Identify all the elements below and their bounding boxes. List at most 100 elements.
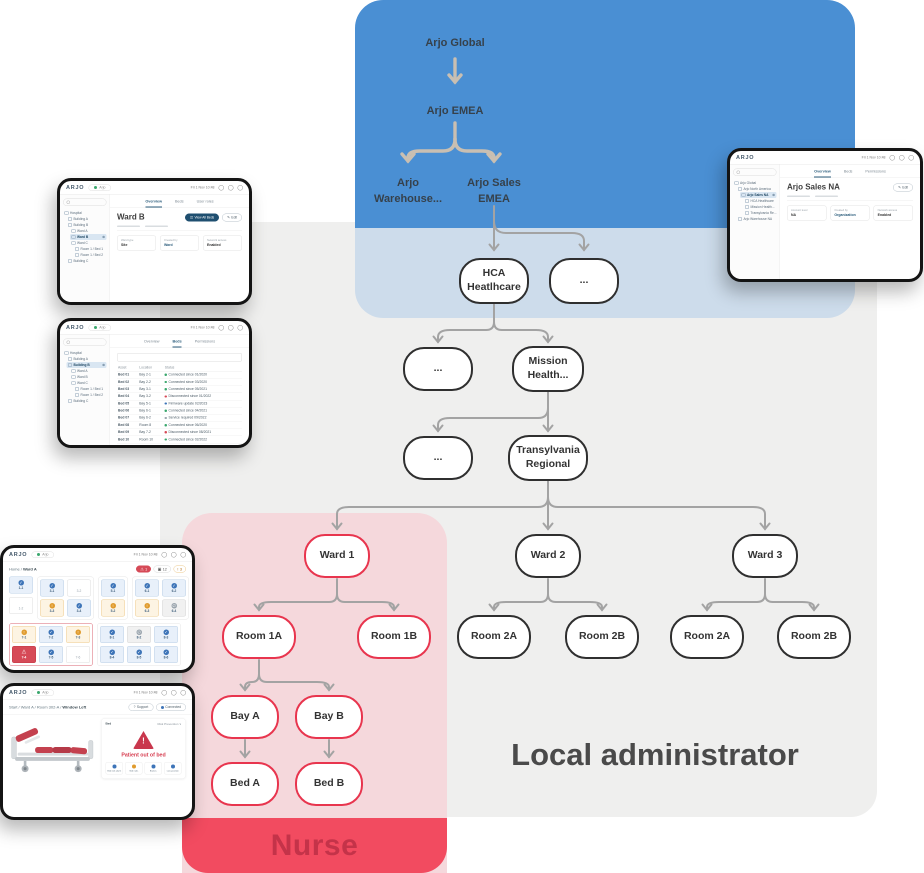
tree-item[interactable]: Arjo North America — [737, 186, 777, 192]
asset-link[interactable]: Bed 03 — [117, 385, 139, 394]
tab[interactable]: Beds — [843, 169, 853, 174]
asset-link[interactable]: Bed 05 — [117, 400, 139, 408]
bed-tile[interactable]: ✓7-2 — [39, 626, 63, 643]
tab[interactable]: User roles — [196, 199, 214, 204]
table-row[interactable]: Bed 03 Bay 3-1 Connected since 05/2021 — [117, 385, 242, 394]
bed-tile[interactable]: 3-2 — [67, 579, 91, 597]
bed-tile[interactable]: ✓5-1 — [101, 579, 125, 597]
table-row[interactable]: Bed 08 Room 8 Connected since 06/2020 — [117, 421, 242, 430]
gear-icon[interactable] — [171, 689, 177, 696]
tree-item[interactable]: Arjo Global — [733, 180, 777, 186]
bed-tile[interactable]: ✓7-5 — [39, 646, 63, 663]
table-row[interactable]: Bed 10 Room 10 Connected since 02/2022 — [117, 435, 242, 444]
tree-item[interactable]: Ward C — [70, 240, 107, 246]
app-switcher-pill[interactable]: Arjo — [31, 689, 55, 696]
bed-tile[interactable]: ✓1-1 — [9, 576, 33, 594]
bell-icon[interactable] — [161, 551, 167, 558]
tree-item[interactable]: Room 1 / Bed 2 — [74, 252, 107, 258]
bed-tile[interactable]: ✓6-2 — [162, 579, 186, 597]
asset-link[interactable]: Bed 01 — [117, 371, 139, 379]
asset-link[interactable]: Bed 07 — [117, 414, 139, 422]
bed-tile[interactable]: 7-6 — [66, 646, 90, 663]
bed-tile[interactable]: 1-2 — [9, 597, 33, 614]
tree-item[interactable]: Ward B — [70, 374, 107, 380]
edit-button[interactable]: ✎Edit — [222, 213, 242, 222]
app-switcher-pill[interactable]: Arjo — [31, 551, 55, 558]
status-chip[interactable]: Bed exit alarm — [105, 762, 123, 775]
bed-tile[interactable]: ✓8-1 — [100, 626, 124, 643]
profile-icon[interactable] — [237, 184, 243, 191]
profile-icon[interactable] — [908, 154, 914, 161]
tree-search-input[interactable] — [63, 198, 107, 206]
bed-tile[interactable]: ⚠7-4 — [12, 646, 36, 663]
edit-button[interactable]: ✎Edit — [893, 183, 913, 192]
asset-link[interactable]: Bed 02 — [117, 378, 139, 386]
profile-icon[interactable] — [237, 324, 243, 331]
table-row[interactable]: Bed 04 Bay 3-2 Disconnected since 01/202… — [117, 392, 242, 401]
tree-item[interactable]: Building A — [67, 216, 107, 222]
connected-status-button[interactable]: Connected — [155, 703, 186, 711]
bed-tile[interactable]: ✓3-4 — [67, 599, 91, 617]
tab[interactable]: Overview — [143, 339, 160, 344]
gear-icon[interactable] — [228, 184, 234, 191]
gear-icon[interactable] — [899, 154, 905, 161]
bed-tile[interactable]: !3-3 — [40, 599, 64, 617]
app-switcher-pill[interactable]: Arjo — [88, 324, 112, 331]
asset-link[interactable]: Bed 06 — [117, 407, 139, 415]
profile-icon[interactable] — [180, 551, 186, 558]
tree-search-input[interactable] — [63, 338, 107, 346]
bed-tile[interactable]: !5-2 — [101, 599, 125, 617]
tree-search-input[interactable] — [733, 168, 777, 176]
tree-item[interactable]: Ward B — [70, 234, 107, 240]
tree-item[interactable]: Building B — [66, 362, 107, 368]
bell-icon[interactable] — [218, 184, 224, 191]
tree-item[interactable]: Building B — [67, 222, 107, 228]
tree-item[interactable]: HCA Healthcare — [744, 198, 777, 204]
tree-item[interactable]: Room 1 / Bed 2 — [74, 392, 107, 398]
bed-tile[interactable]: ∅8-2 — [127, 626, 151, 643]
tree-item[interactable]: Hospital — [63, 350, 107, 356]
tab[interactable]: Permissions — [194, 339, 216, 344]
tree-item[interactable]: Building C — [67, 398, 107, 404]
tab[interactable]: Permissions — [865, 169, 886, 174]
gear-icon[interactable] — [228, 324, 234, 331]
risk-prevention-dropdown[interactable]: Risk Prevention ∨ — [157, 723, 182, 726]
column-header-asset[interactable]: Asset — [117, 364, 139, 372]
tree-item[interactable]: Arjo Warehouse NA — [737, 216, 777, 222]
table-row[interactable]: Bed 05 Bay 5-1 Firmware update 02/2023 — [117, 400, 242, 408]
support-button[interactable]: ?Support — [128, 703, 154, 711]
tab[interactable]: Beds — [175, 199, 184, 204]
page-prev-icon[interactable]: ‹ — [238, 445, 240, 448]
table-row[interactable]: Bed 06 Bay 6-1 Connected since 04/2021 — [117, 407, 242, 415]
tab[interactable]: Overview — [814, 169, 831, 178]
profile-icon[interactable] — [180, 689, 186, 696]
table-row[interactable]: Bed 02 Bay 2-2 Connected since 03/2020 — [117, 378, 242, 386]
bell-icon[interactable] — [218, 324, 224, 331]
bed-tile[interactable]: ✓8-6 — [154, 646, 178, 663]
bell-icon[interactable] — [161, 689, 167, 696]
tree-item[interactable]: Arjo Sales NA — [740, 192, 777, 198]
bed-tile[interactable]: ∅6-4 — [162, 599, 186, 617]
app-switcher-pill[interactable]: Arjo — [88, 184, 112, 191]
tab[interactable]: Overview — [145, 199, 163, 208]
tree-item[interactable]: Ward C — [70, 380, 107, 386]
bed-tile[interactable]: !7-3 — [66, 626, 90, 643]
tree-item[interactable]: Mission Health... — [744, 204, 777, 210]
table-row[interactable]: Bed 07 Bay 6-2 Service required 09/2022 — [117, 414, 242, 422]
alert-counter-badge[interactable]: ⚠1 — [136, 565, 152, 573]
bed-tile[interactable]: ✓3-1 — [40, 579, 64, 597]
gear-icon[interactable] — [171, 551, 177, 558]
asset-link[interactable]: Bed 10 — [117, 435, 139, 444]
column-header-location[interactable]: Location — [138, 364, 164, 372]
tree-item[interactable]: Hospital — [63, 210, 107, 216]
tree-item[interactable]: Building C — [67, 258, 107, 264]
column-header-status[interactable]: Status — [163, 364, 242, 372]
tree-item[interactable]: Room 1 / Bed 1 — [74, 246, 107, 252]
tree-item[interactable]: Ward A — [70, 228, 107, 234]
tree-item[interactable]: Room 1 / Bed 1 — [74, 386, 107, 392]
tree-item[interactable]: Ward A — [70, 368, 107, 374]
alert-counter-badge[interactable]: !3 — [173, 565, 186, 573]
bed-tile[interactable]: ✓8-4 — [100, 646, 124, 663]
asset-link[interactable]: Bed 08 — [117, 421, 139, 430]
bell-icon[interactable] — [889, 154, 895, 161]
